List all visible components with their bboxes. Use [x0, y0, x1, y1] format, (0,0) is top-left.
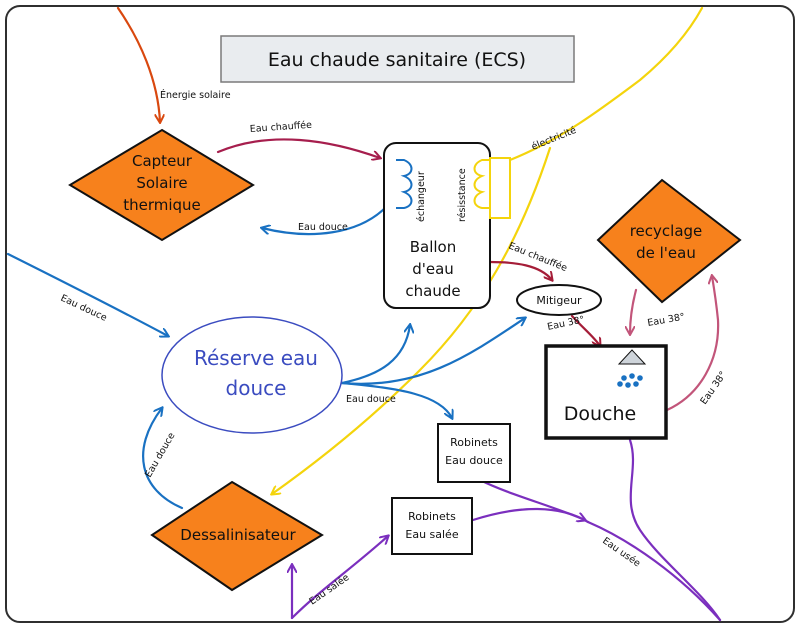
line-robinets-salee-usee: [471, 507, 590, 524]
electricity-line-top: [508, 6, 704, 162]
recyclage-node: [596, 178, 742, 304]
robinets-salee-label-2: Eau salée: [405, 528, 458, 541]
coil-icon: [473, 157, 511, 219]
arrow-recyclage-douche: [630, 288, 638, 334]
label-eau-chauffee-1: Eau chauffée: [249, 120, 312, 135]
arrow-eau-salee-robinets: [290, 536, 388, 620]
arrow-dessal-reserve: [142, 408, 184, 510]
douche-node: [544, 344, 668, 440]
ballon-label-1: Ballon: [410, 238, 457, 256]
capteur-label-1: Capteur: [132, 152, 193, 170]
arrow-eau-douce-capteur: [262, 203, 390, 236]
arrow-eau-chauffee-mitigeur: [488, 260, 552, 280]
mitigeur-label: Mitigeur: [536, 294, 582, 307]
shower-head-icon: [617, 349, 647, 365]
robinets-eau-douce-node: [437, 423, 511, 483]
ballon-label-3: chaude: [405, 282, 460, 300]
recyclage-label-2: de l'eau: [636, 244, 696, 262]
label-eau-douce-reserve: Eau douce: [346, 394, 396, 405]
title-box: [220, 35, 575, 83]
robinets-eau-salee-node: [391, 497, 473, 555]
capteur-label-3: thermique: [123, 196, 201, 214]
arrow-reserve-mitigeur: [340, 318, 525, 385]
coil-icon: [396, 159, 413, 209]
reserve-label-2: douce: [226, 376, 287, 400]
dessalinisateur-label: Dessalinisateur: [180, 526, 296, 544]
arrow-reserve-ballon: [340, 325, 410, 385]
line-usee-merge: [586, 520, 722, 622]
arrow-reserve-robinets: [340, 381, 452, 418]
label-energie-solaire: Énergie solaire: [160, 89, 231, 101]
robinets-douce-label-1: Robinets: [450, 436, 498, 449]
echangeur-label: échangeur: [416, 171, 427, 222]
capteur-solaire-node: [68, 128, 255, 242]
label-eau-douce-capteur: Eau douce: [298, 222, 348, 233]
diagram-title: Eau chaude sanitaire (ECS): [268, 49, 526, 71]
mitigeur-node: [516, 284, 602, 316]
robinets-salee-label-1: Robinets: [408, 510, 456, 523]
dessalinisateur-node: [150, 480, 324, 592]
arrow-eau-38-douche: [570, 314, 600, 346]
line-douche-usee: [628, 438, 722, 622]
arrow-energie-solaire: [116, 6, 160, 122]
water-drops-icon: [617, 373, 643, 388]
reserve-eau-douce-node: [161, 316, 343, 434]
recyclage-label-1: recyclage: [630, 222, 703, 240]
arrow-douche-recyclage: [665, 276, 720, 412]
ballon-label-2: d'eau: [412, 260, 454, 278]
resistance-label: résisstance: [457, 168, 468, 222]
robinets-douce-label-2: Eau douce: [445, 454, 503, 467]
arrow-eau-chauffee-capteur: [216, 138, 380, 158]
capteur-label-2: Solaire: [136, 174, 187, 192]
reserve-label-1: Réserve eau: [194, 346, 318, 370]
douche-label: Douche: [564, 403, 636, 425]
arrow-electricite: [272, 146, 552, 494]
arrow-eau-douce-in: [6, 252, 168, 336]
